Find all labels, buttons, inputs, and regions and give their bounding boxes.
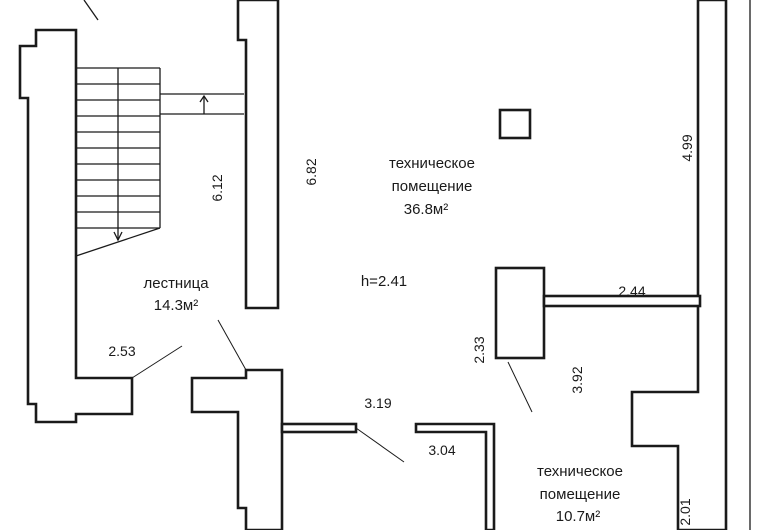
dimension-3-92: 3.92 [569, 366, 585, 393]
partition-wall [542, 294, 702, 308]
room-small-area: 10.7м² [556, 508, 601, 525]
pillar [494, 266, 546, 360]
left-outer-wall [18, 28, 134, 424]
room-main-area: 36.8м² [404, 201, 449, 218]
bottom-partition-left [280, 422, 358, 434]
ceiling-height: h=2.41 [361, 273, 407, 290]
room-small-name-line2: помещение [540, 486, 621, 503]
room-main-name-line1: техническое [389, 155, 475, 172]
dimension-2-44: 2.44 [618, 283, 645, 299]
dimension-6-82: 6.82 [303, 158, 319, 185]
stair-name: лестница [143, 275, 209, 292]
room-small-name-line1: техническое [537, 463, 623, 480]
stair-area: 14.3м² [154, 297, 199, 314]
stair-flight [75, 0, 244, 257]
right-outer-wall [630, 0, 728, 530]
dimension-2-53: 2.53 [108, 343, 135, 359]
central-column-wall [236, 0, 280, 310]
dimension-2-01: 2.01 [677, 498, 693, 525]
bottom-partition-right [414, 422, 496, 530]
lower-center-wall [190, 368, 284, 530]
equipment-box [498, 108, 532, 140]
room-main-name-line2: помещение [392, 178, 473, 195]
dimension-2-33: 2.33 [471, 336, 487, 363]
dimension-3-04: 3.04 [428, 442, 455, 458]
dimension-4-99: 4.99 [679, 134, 695, 161]
dimension-3-19: 3.19 [364, 395, 391, 411]
dimension-6-12: 6.12 [209, 174, 225, 201]
